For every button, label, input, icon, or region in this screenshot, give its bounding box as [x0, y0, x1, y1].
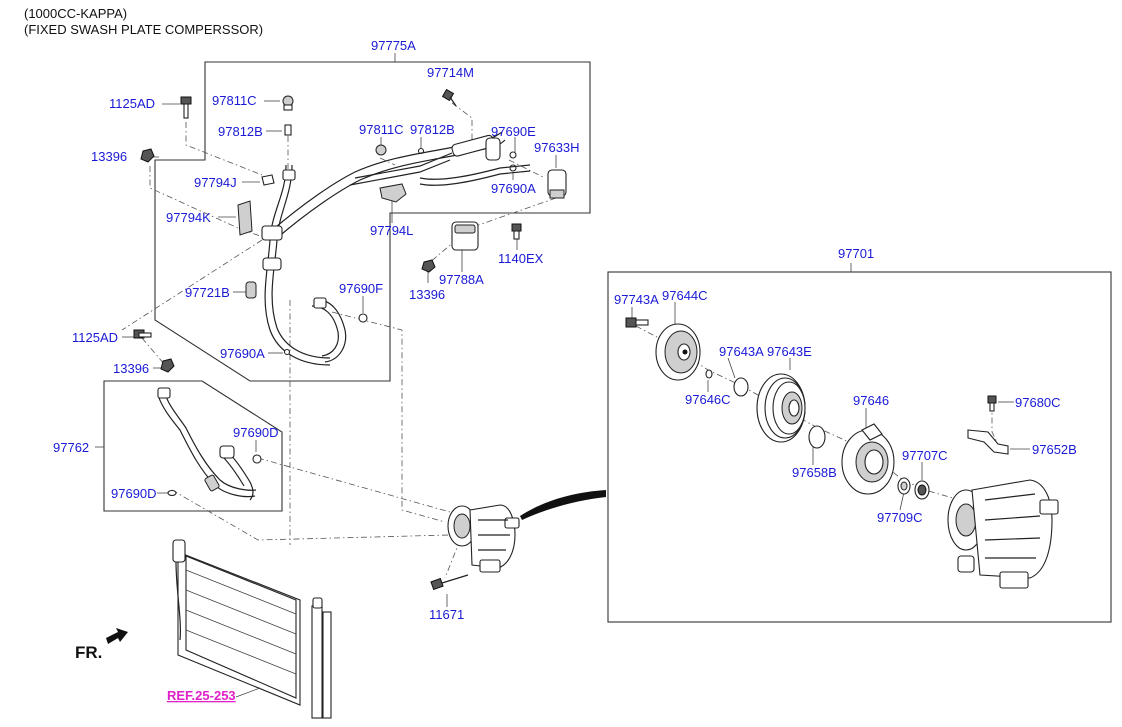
label-97633H: 97633H: [534, 140, 580, 155]
condenser-icon: [172, 539, 332, 719]
header-line-2: (FIXED SWASH PLATE COMPERSSOR): [24, 22, 264, 37]
label-97644C: 97644C: [662, 288, 708, 303]
oring-97812B-left: [284, 124, 292, 136]
label-97690D-left: 97690D: [111, 486, 157, 501]
bracket-97794K: [237, 200, 253, 236]
clip-97794J: [261, 174, 275, 186]
liquid-tube-frame: [103, 380, 283, 512]
front-marker: FR.: [75, 643, 102, 662]
bolt-1125AD-mid: [133, 329, 152, 339]
hose-clamp-97721B: [245, 281, 257, 299]
label-1140EX: 1140EX: [498, 251, 544, 266]
label-97709C: 97709C: [877, 510, 923, 525]
label-97690E: 97690E: [491, 124, 536, 139]
bearing-97709C: [897, 477, 911, 495]
label-1125AD-mid: 1125AD: [72, 330, 118, 345]
label-97707C: 97707C: [902, 448, 948, 463]
suction-hose: [261, 131, 531, 366]
field-coil-97646: [841, 423, 895, 495]
bolt-97714M: [441, 88, 457, 107]
label-97812B-right: 97812B: [410, 122, 455, 137]
label-97788A: 97788A: [439, 272, 484, 287]
hose-assembly-frame: [154, 61, 591, 382]
label-97652B: 97652B: [1032, 442, 1077, 457]
label-1125AD-top: 1125AD: [109, 96, 155, 111]
compressor-exploded-frame: [607, 271, 1112, 623]
label-97714M: 97714M: [427, 65, 474, 80]
label-97690A-top: 97690A: [491, 181, 536, 196]
label-97701: 97701: [838, 246, 874, 261]
label-97646: 97646: [853, 393, 889, 408]
label-97680C: 97680C: [1015, 395, 1061, 410]
bracket-97794L: [379, 183, 407, 203]
label-13396-c: 13396: [113, 361, 149, 376]
label-97643E: 97643E: [767, 344, 812, 359]
bracket-97652B: [967, 429, 1009, 455]
bolt-11671: [430, 574, 469, 591]
pressure-plate-97644C: [655, 323, 701, 381]
label-97811C-right: 97811C: [359, 122, 404, 137]
oring-97690F: [358, 313, 368, 323]
snap-ring-97646C: [733, 377, 749, 397]
fitting-97811C-right: [375, 144, 387, 156]
label-97690D-right: 97690D: [233, 425, 279, 440]
front-arrow-icon: [106, 628, 128, 644]
nut-13396-a: [140, 148, 155, 163]
bolt-1140EX: [511, 223, 522, 240]
label-97762: 97762: [53, 440, 89, 455]
muffler-97788A: [451, 221, 479, 251]
nut-13396-c: [160, 358, 175, 373]
label-97721B: 97721B: [185, 285, 230, 300]
washer-97643A: [705, 369, 713, 379]
detail-pointer: [520, 490, 606, 520]
compressor-body: [947, 479, 1059, 589]
label-97794J: 97794J: [194, 175, 237, 190]
label-13396-a: 13396: [91, 149, 127, 164]
bolt-97743A: [625, 317, 649, 328]
label-97775A: 97775A: [371, 38, 416, 53]
compressor-icon: [447, 504, 520, 573]
oring-97690A-bottom: [283, 348, 291, 356]
label-97812B-left: 97812B: [218, 124, 263, 139]
label-97794L: 97794L: [370, 223, 413, 238]
bolt-97680C: [987, 395, 997, 412]
reference-link[interactable]: REF.25-253: [167, 688, 236, 703]
label-97646C: 97646C: [685, 392, 731, 407]
pressure-switch-97633H: [547, 169, 567, 199]
oring-97690D-right: [252, 454, 262, 464]
snap-ring-97658B: [808, 425, 826, 449]
oring-97690D-left: [167, 489, 177, 497]
label-97690F: 97690F: [339, 281, 383, 296]
bolt-1125AD-top: [180, 96, 192, 119]
label-11671: 11671: [429, 607, 464, 622]
oring-97690E: [509, 151, 517, 159]
pulley-97643E: [756, 373, 806, 443]
label-97658B: 97658B: [792, 465, 837, 480]
fitting-97811C-left: [282, 95, 294, 111]
reference-leader: [235, 687, 261, 698]
label-97794K: 97794K: [166, 210, 211, 225]
header-line-1: (1000CC-KAPPA): [24, 6, 128, 21]
label-13396-b: 13396: [409, 287, 445, 302]
label-97690A-bottom: 97690A: [220, 346, 265, 361]
liquid-tube-97762: [157, 387, 257, 501]
nut-13396-b: [421, 259, 436, 273]
label-97811C-left: 97811C: [212, 93, 257, 108]
label-97743A: 97743A: [614, 292, 659, 307]
bearing-97707C: [914, 480, 930, 500]
label-97643A: 97643A: [719, 344, 764, 359]
